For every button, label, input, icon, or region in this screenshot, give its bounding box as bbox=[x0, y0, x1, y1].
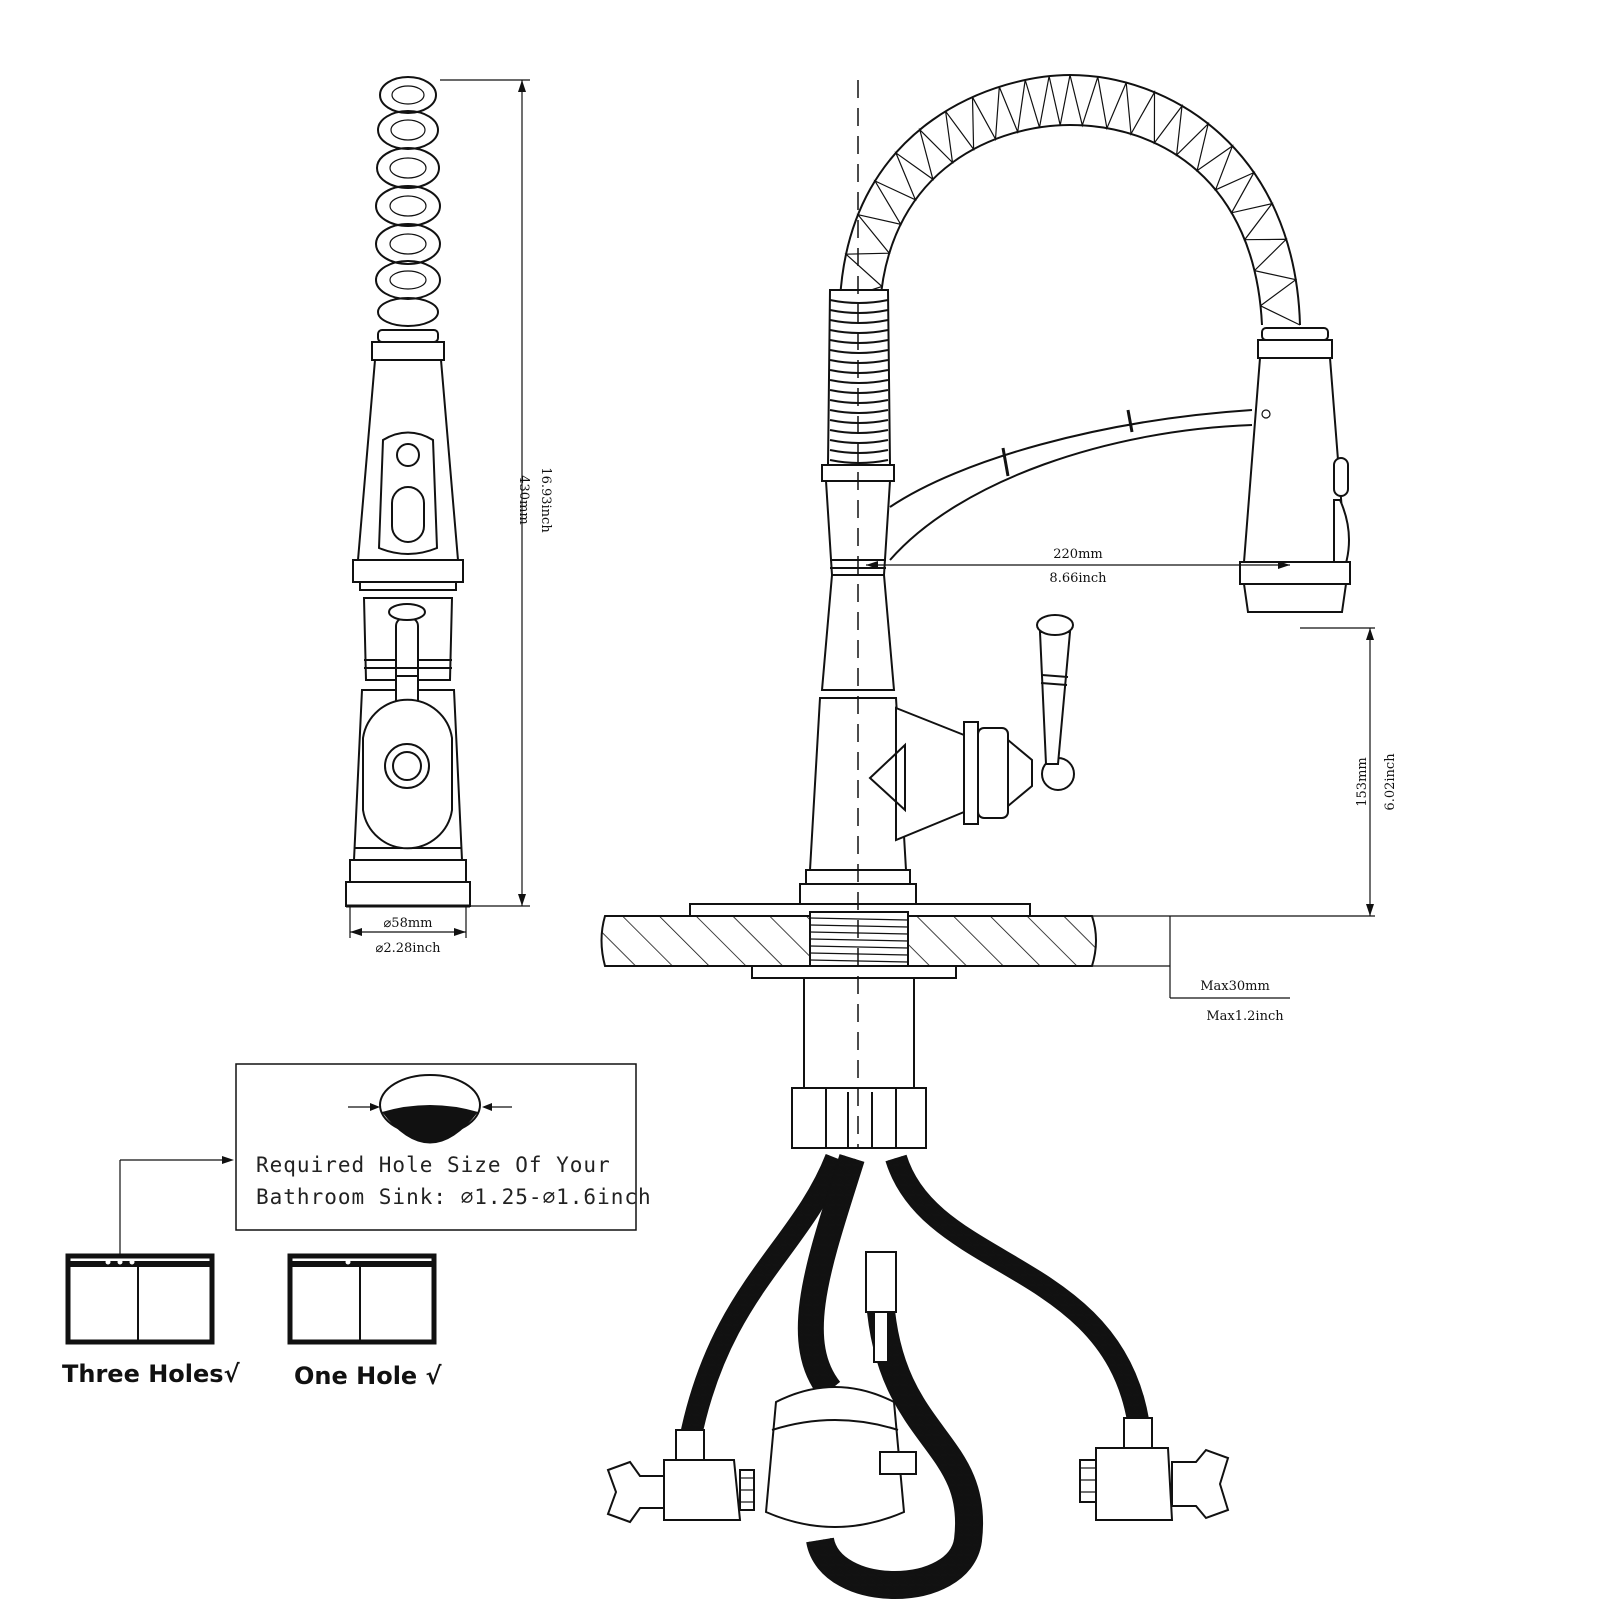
hose-weight bbox=[764, 1386, 917, 1528]
spout-height-dimension bbox=[1170, 627, 1375, 917]
left-angle-valve bbox=[606, 1429, 755, 1524]
countertop-section bbox=[600, 911, 1290, 999]
spout-height-mm-label: 153mm bbox=[1355, 757, 1370, 806]
supply-hoses bbox=[679, 1153, 1149, 1599]
deck-max-inch-label: Max1.2inch bbox=[1206, 1009, 1284, 1024]
front-view-spray-head bbox=[1239, 327, 1351, 613]
front-view-sleeve bbox=[821, 289, 895, 482]
hole-icon bbox=[348, 1074, 512, 1144]
reach-mm-label: 220mm bbox=[1053, 547, 1102, 562]
side-view-spray-head bbox=[352, 341, 464, 591]
side-view-faucet: 430mm 16.93inch ⌀58mm ⌀2.28inch bbox=[345, 76, 553, 956]
front-view-pulldown-hose bbox=[889, 409, 1253, 561]
info-leader-arrow bbox=[119, 1156, 234, 1266]
sink-option-one-hole-label: One Hole √ bbox=[294, 1362, 443, 1390]
base-diameter-mm-label: ⌀58mm bbox=[383, 916, 432, 931]
sink-option-three-holes-label: Three Holes√ bbox=[62, 1360, 241, 1388]
base-diameter-inch-label: ⌀2.28inch bbox=[376, 941, 442, 956]
sink-option-one-hole bbox=[287, 1253, 437, 1345]
reach-dimension bbox=[866, 561, 1290, 569]
spout-height-inch-label: 6.02inch bbox=[1383, 753, 1398, 811]
deck-max-mm-label: Max30mm bbox=[1200, 979, 1270, 994]
side-height-inch-label: 16.93inch bbox=[538, 467, 553, 533]
base-diameter-dimension bbox=[349, 906, 467, 938]
shank bbox=[791, 80, 927, 1149]
side-height-mm-label: 430mm bbox=[516, 475, 531, 524]
hole-size-info-box: Required Hole Size Of Your Bathroom Sink… bbox=[119, 1063, 652, 1266]
hole-info-line2: Bathroom Sink: ⌀1.25-⌀1.6inch bbox=[256, 1185, 652, 1209]
front-view-handle bbox=[868, 614, 1075, 842]
side-height-dimension bbox=[440, 79, 530, 907]
front-view-faucet: 220mm 8.66inch 153mm 6.02inch Max30mm Ma… bbox=[600, 73, 1398, 1599]
front-view-spring-arc bbox=[839, 73, 1301, 326]
sink-option-three-holes bbox=[65, 1253, 215, 1345]
right-angle-valve bbox=[1079, 1417, 1230, 1521]
reach-inch-label: 8.66inch bbox=[1049, 571, 1107, 586]
side-view-body bbox=[345, 597, 471, 908]
side-view-spring bbox=[375, 76, 441, 343]
hole-info-line1: Required Hole Size Of Your bbox=[256, 1153, 611, 1177]
